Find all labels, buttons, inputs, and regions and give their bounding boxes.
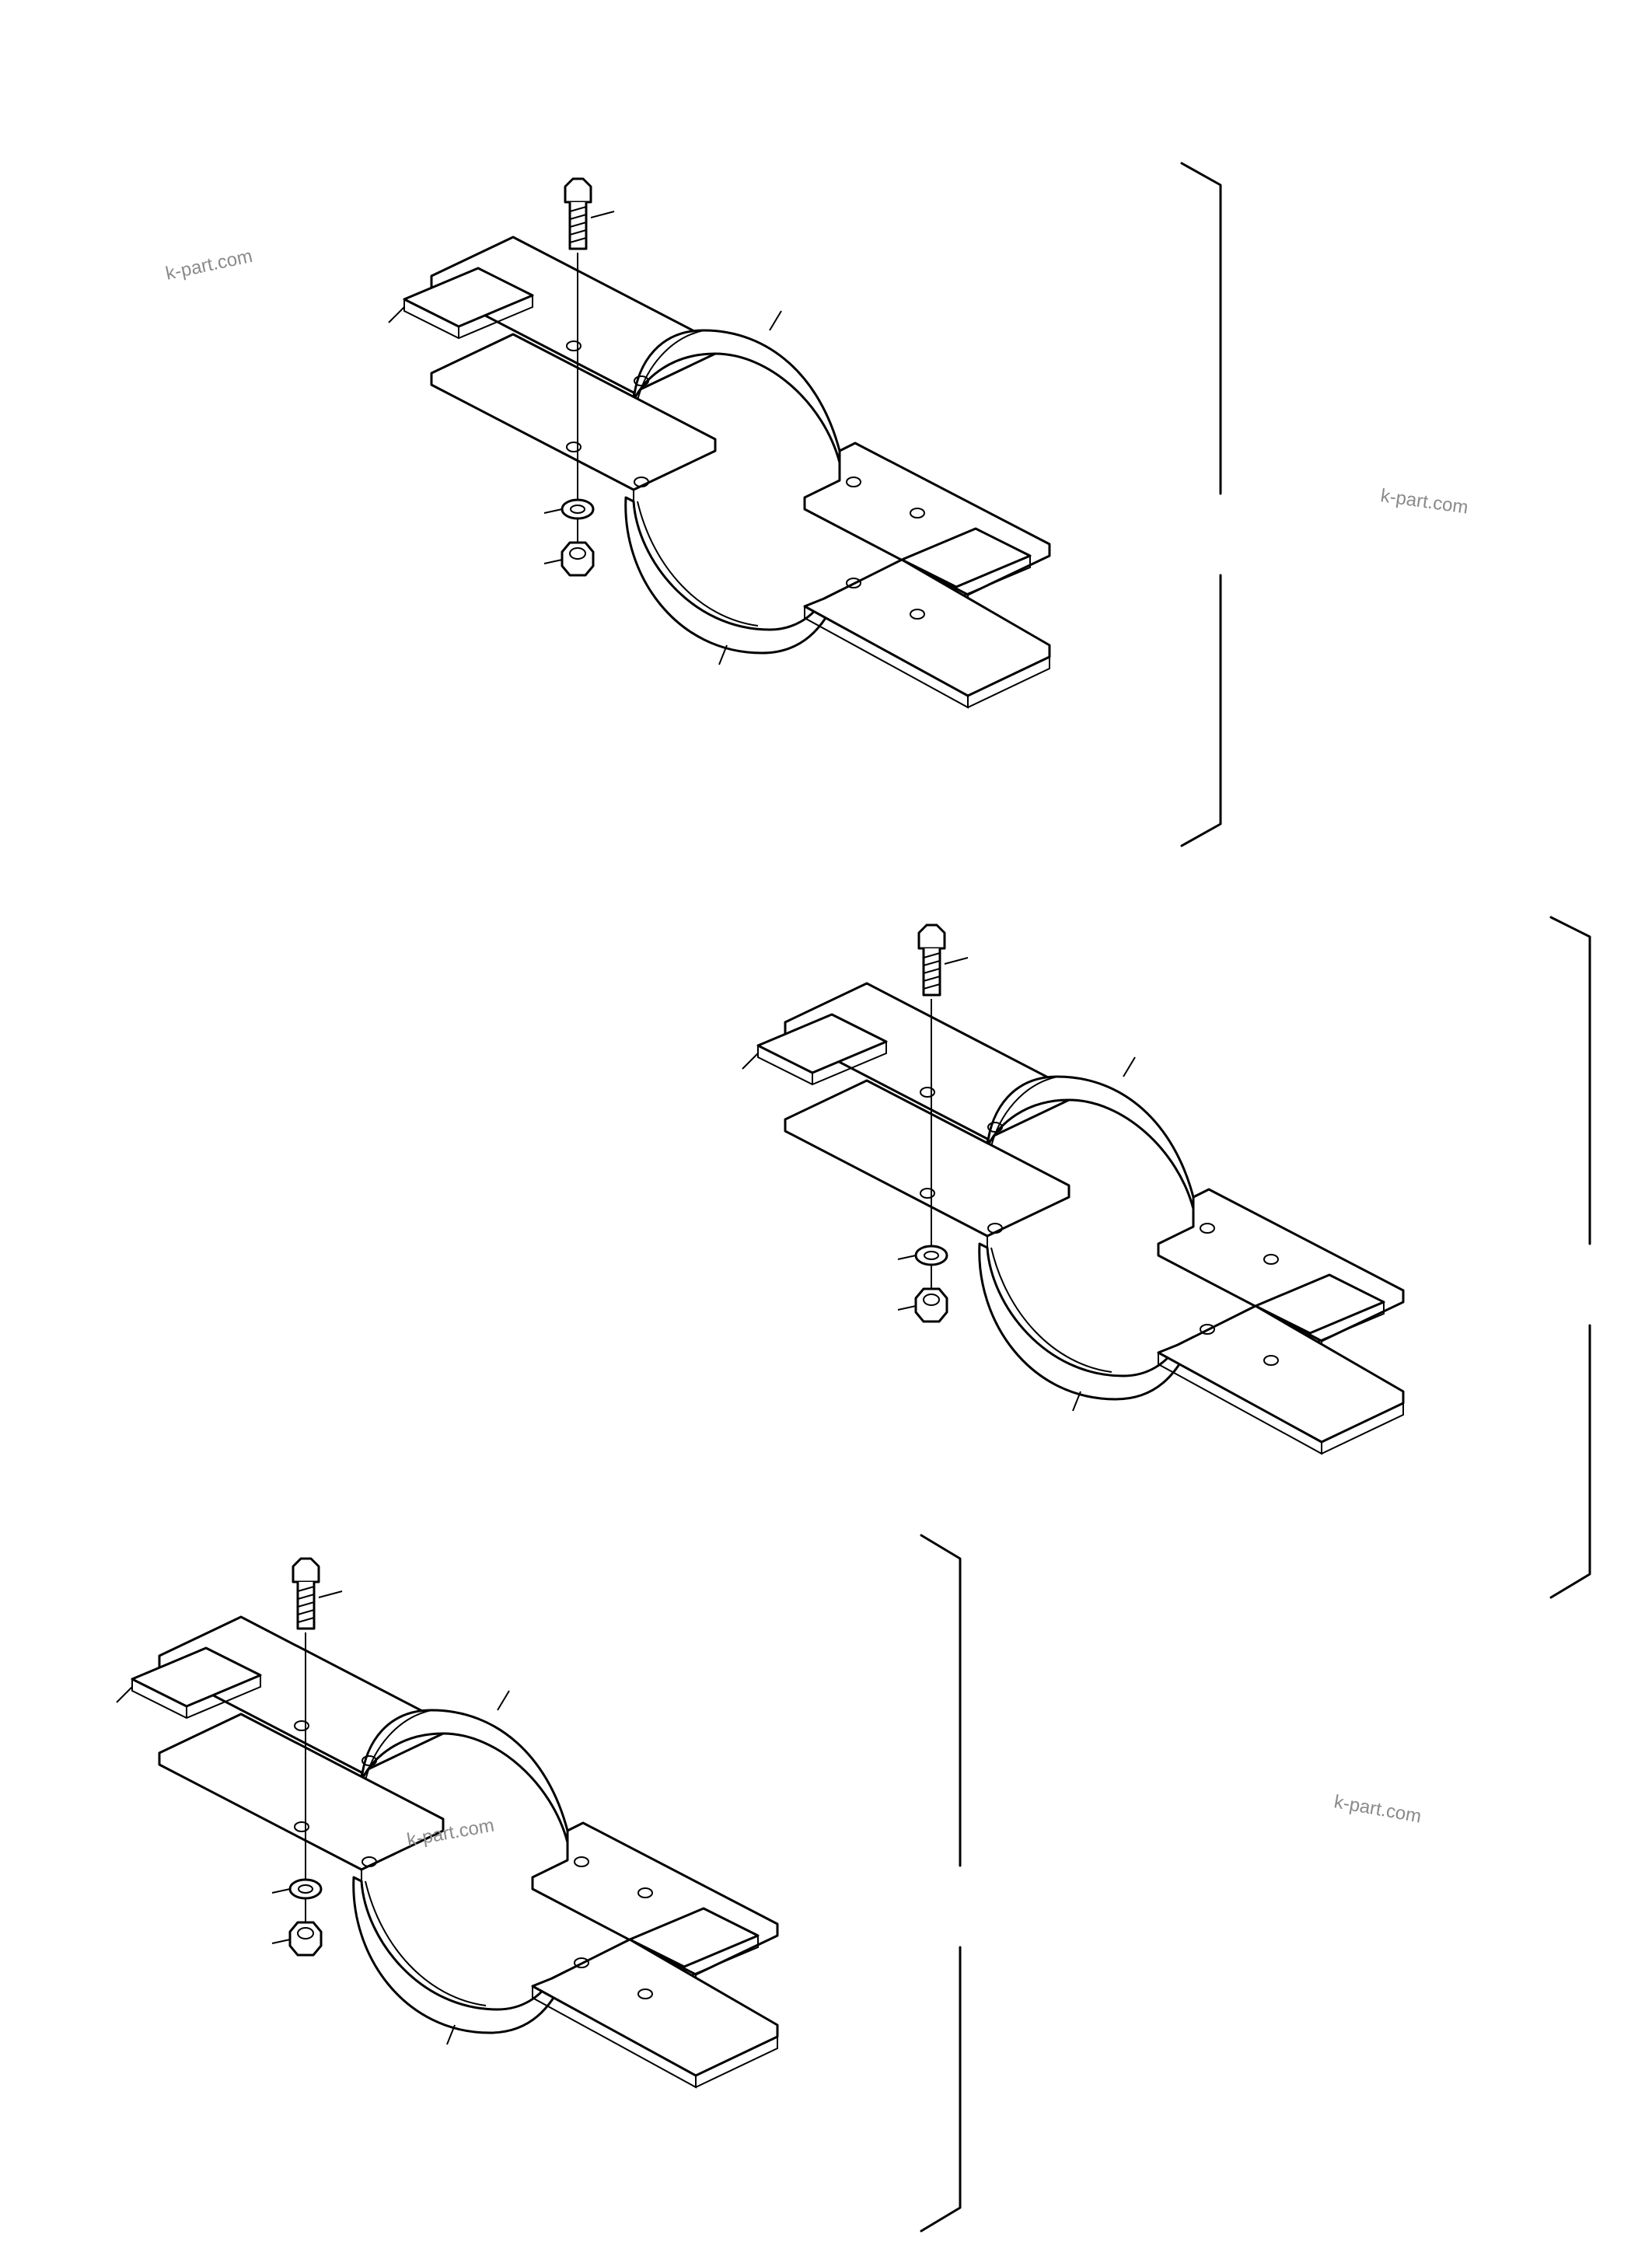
clamp-assembly-1 [387, 177, 1051, 709]
watermark-4: k-part.com [1332, 1791, 1423, 1827]
bracket-1 [1180, 162, 1222, 847]
bracket-2 [1549, 916, 1591, 1599]
bracket-3 [920, 1534, 962, 2233]
clamp-assembly-2 [741, 924, 1405, 1455]
watermark-2: k-part.com [1379, 485, 1469, 518]
watermark-1: k-part.com [164, 246, 254, 285]
